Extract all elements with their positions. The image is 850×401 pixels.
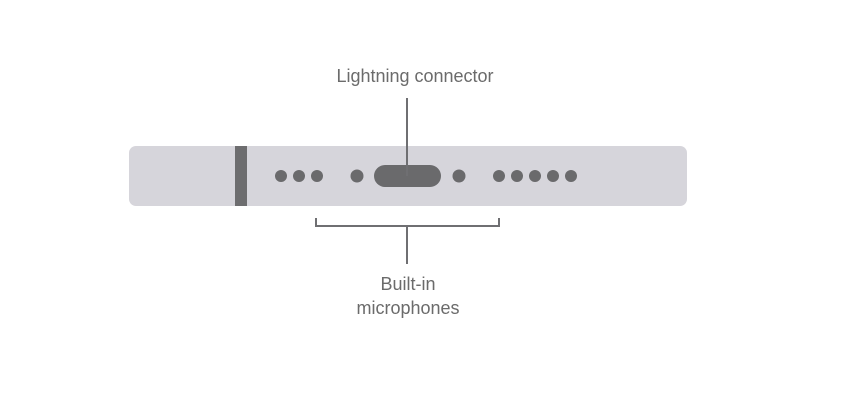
lightning-connector-label: Lightning connector <box>336 66 494 86</box>
speaker-hole <box>293 170 305 182</box>
microphones-label-line-2: microphones <box>356 298 460 318</box>
speaker-hole <box>493 170 505 182</box>
speaker-hole <box>565 170 577 182</box>
speaker-hole <box>275 170 287 182</box>
speaker-hole <box>547 170 559 182</box>
antenna-band <box>235 146 247 206</box>
speaker-hole <box>311 170 323 182</box>
speaker-hole <box>529 170 541 182</box>
microphones-bracket <box>315 218 500 227</box>
built-in-microphones-label: Built-in microphones <box>300 272 516 320</box>
microphones-label-line-1: Built-in <box>380 274 436 294</box>
screw-hole <box>452 169 466 183</box>
speaker-hole <box>511 170 523 182</box>
screw-hole <box>350 169 364 183</box>
